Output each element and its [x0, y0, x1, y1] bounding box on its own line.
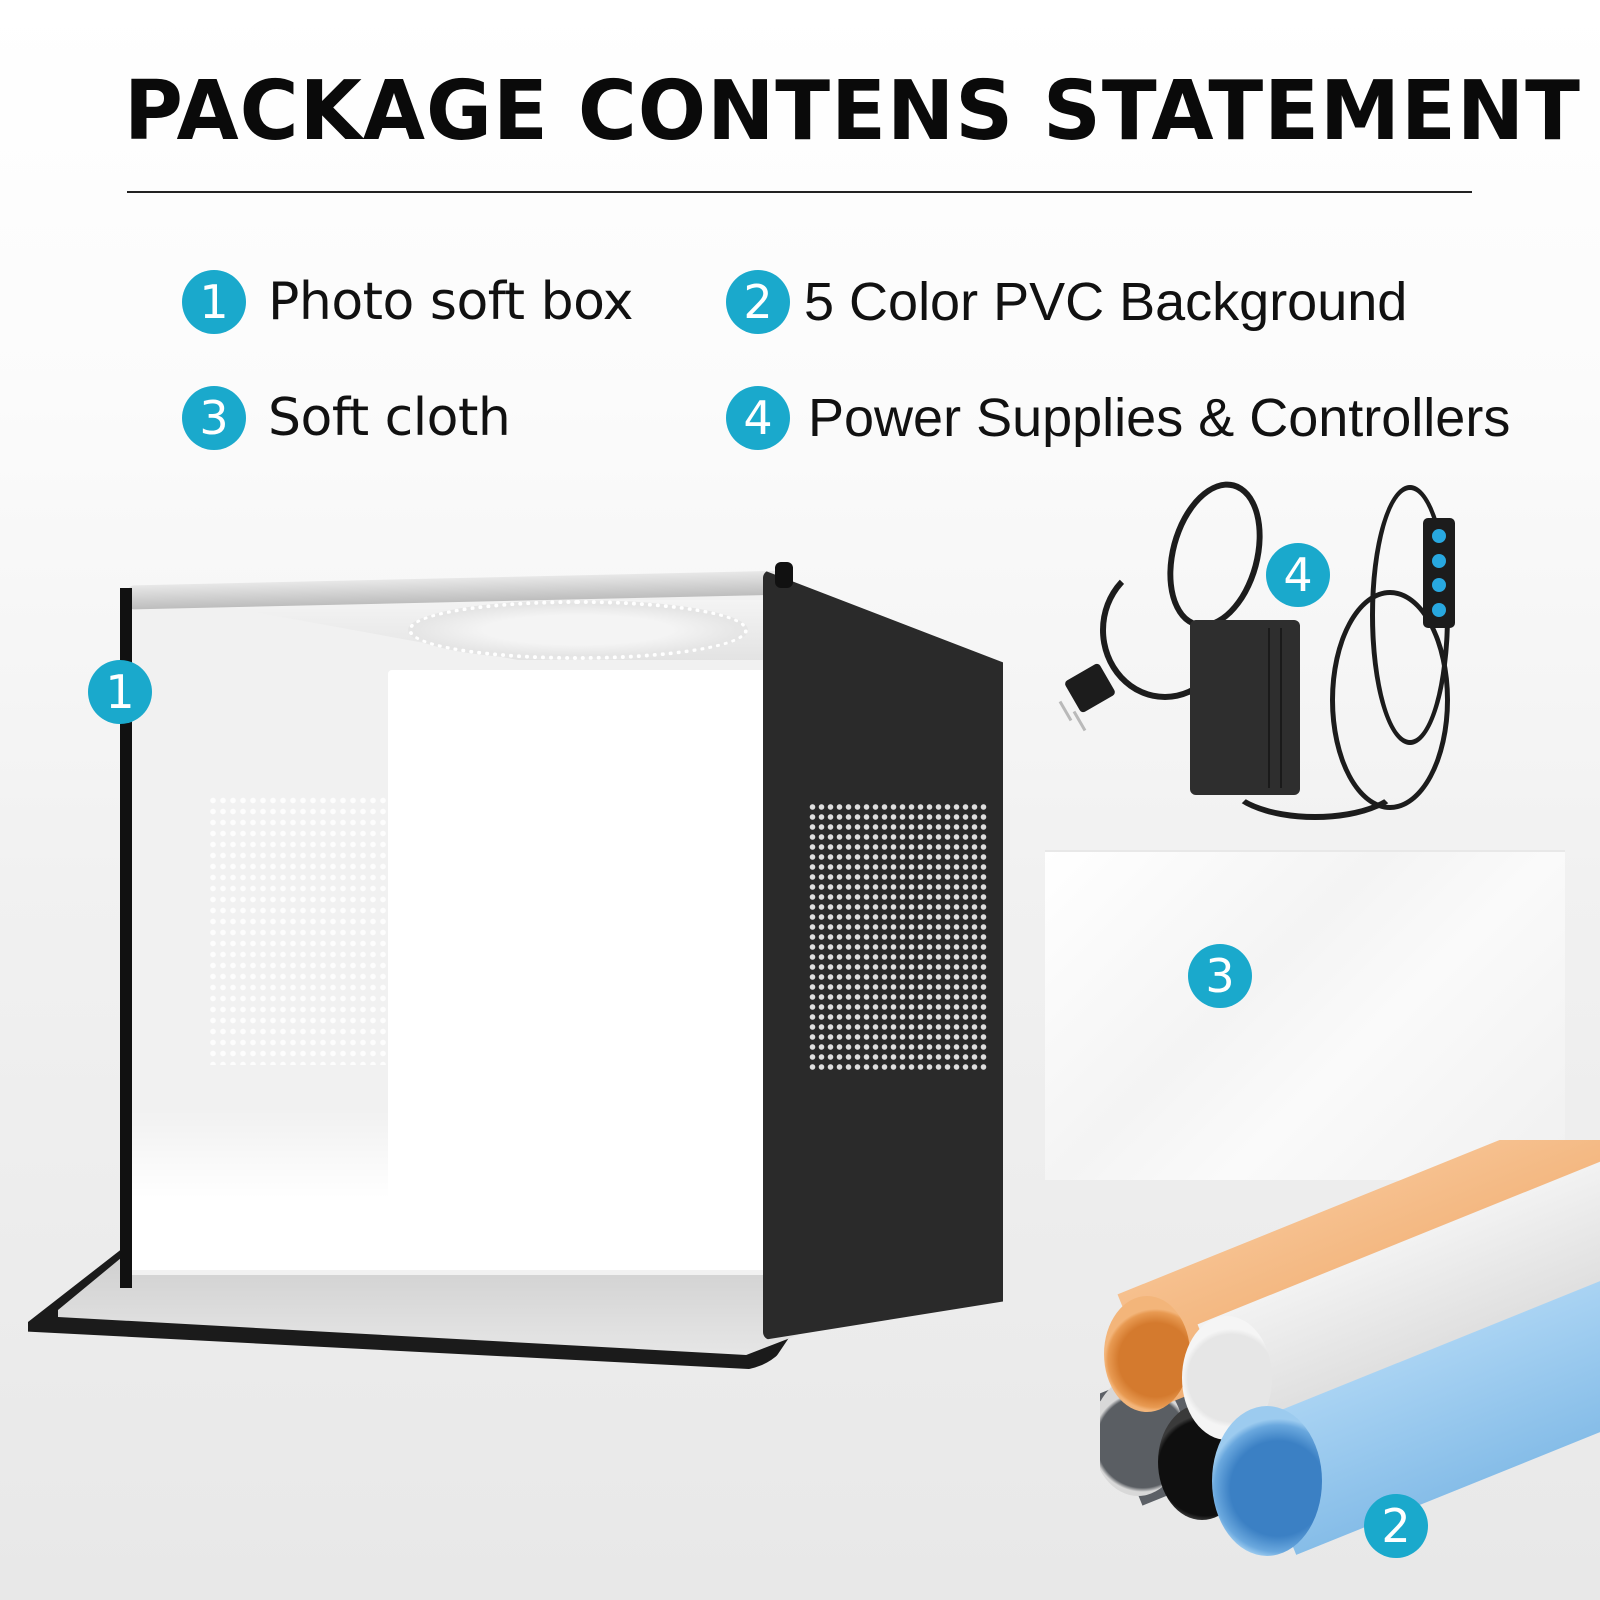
- softbox-left-frame: [120, 588, 132, 1288]
- wall-plug-icon: [1063, 662, 1117, 714]
- power-supply-image: [1050, 470, 1550, 840]
- legend-item-power-supplies: 4 Power Supplies & Controllers: [726, 386, 1510, 450]
- number-badge-icon: 4: [726, 386, 790, 450]
- power-cord: [1100, 560, 1230, 700]
- legend-item-soft-cloth: 3 Soft cloth: [182, 386, 511, 450]
- led-ring-light: [408, 600, 748, 660]
- dc-cable: [1225, 740, 1405, 820]
- controller-cable-loop: [1330, 590, 1450, 810]
- callout-badge-pvc-background-icon: 2: [1364, 1494, 1428, 1558]
- controller-button-icon: [1432, 529, 1446, 544]
- legend-item-pvc-background: 2 5 Color PVC Background: [726, 270, 1407, 334]
- legend-label: 5 Color PVC Background: [804, 272, 1408, 332]
- softbox-backdrop-sweep: [132, 1110, 792, 1270]
- number-badge-icon: 3: [182, 386, 246, 450]
- legend-item-photo-soft-box: 1 Photo soft box: [182, 270, 634, 334]
- number-badge-icon: 2: [726, 270, 790, 334]
- plug-pin: [1072, 710, 1087, 732]
- number-badge-icon: 1: [182, 270, 246, 334]
- dimmer-controller: [1423, 518, 1455, 628]
- legend-label: Photo soft box: [268, 272, 634, 332]
- pvc-background-rolls-image: [1100, 1140, 1600, 1570]
- legend-label: Soft cloth: [268, 388, 511, 448]
- title-divider: [127, 191, 1472, 193]
- softbox-corner-clip: [775, 562, 793, 588]
- led-panel-reflection: [208, 795, 388, 1065]
- pvc-roll-orange-end: [1104, 1296, 1190, 1412]
- callout-badge-soft-cloth-icon: 3: [1188, 944, 1252, 1008]
- pvc-roll-blue-end: [1212, 1406, 1322, 1556]
- callout-badge-softbox-icon: 1: [88, 660, 152, 724]
- controller-button-icon: [1432, 578, 1446, 593]
- soft-cloth-image: [1045, 850, 1565, 1180]
- led-panel: [808, 802, 988, 1072]
- callout-badge-power-supply-icon: 4: [1266, 543, 1330, 607]
- controller-button-icon: [1432, 602, 1446, 617]
- plug-pin: [1058, 700, 1073, 722]
- photo-soft-box-image: [28, 550, 1008, 1370]
- legend-label: Power Supplies & Controllers: [808, 388, 1511, 448]
- page-title: PACKAGE CONTENS STATEMENT: [124, 64, 1581, 159]
- controller-button-icon: [1432, 553, 1446, 568]
